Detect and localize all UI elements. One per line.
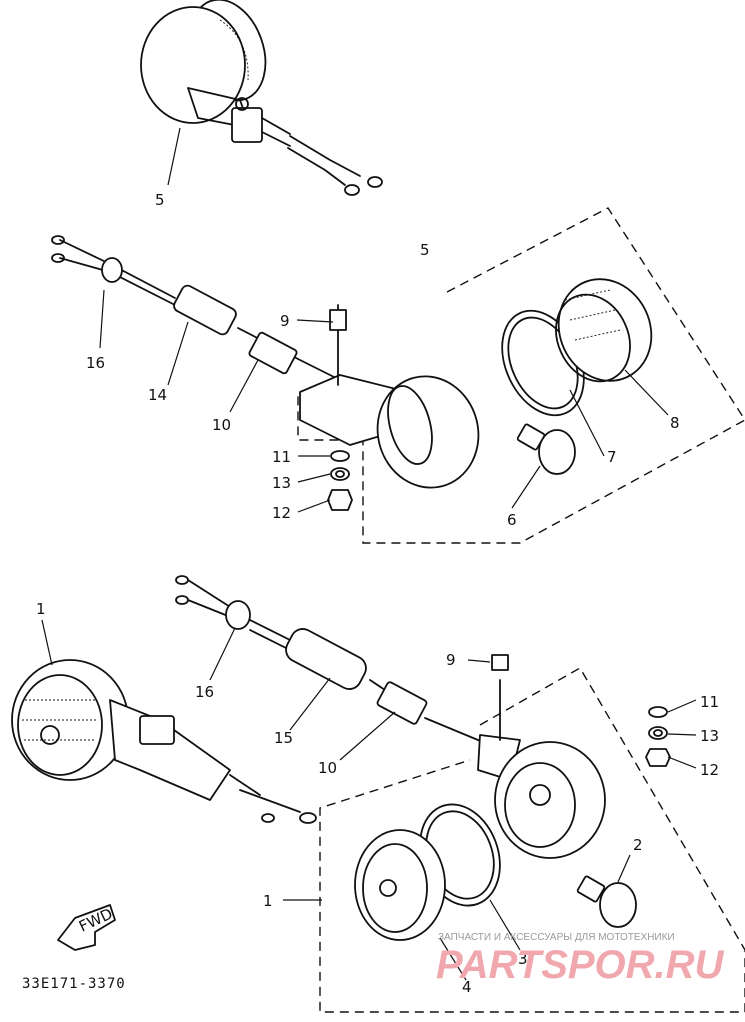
bulb-middle bbox=[516, 423, 576, 475]
callout-13-bottom: 13 bbox=[700, 727, 719, 745]
callout-9-middle: 9 bbox=[280, 312, 290, 330]
callout-16-middle: 16 bbox=[86, 354, 105, 372]
dashed-group-frame-bottom bbox=[319, 667, 745, 1013]
callout-3: 3 bbox=[518, 950, 528, 968]
washer-nut-stack-bottom bbox=[645, 706, 671, 767]
callout-15: 15 bbox=[274, 729, 293, 747]
callout-12-middle: 12 bbox=[272, 504, 291, 522]
callout-10-bottom: 10 bbox=[318, 759, 337, 777]
callout-2: 2 bbox=[633, 836, 643, 854]
dashed-group-frame-middle bbox=[297, 207, 745, 544]
wire-harness-bottom bbox=[175, 575, 491, 746]
callout-16-bottom: 16 bbox=[195, 683, 214, 701]
fwd-arrow-icon: FWD bbox=[57, 904, 116, 951]
callout-5-middle: 5 bbox=[420, 241, 430, 259]
callout-7: 7 bbox=[607, 448, 617, 466]
leader-lines bbox=[41, 289, 697, 981]
flasher-lens-middle bbox=[555, 278, 653, 383]
callout-10-middle: 10 bbox=[212, 416, 231, 434]
flasher-housing-bottom bbox=[477, 654, 606, 859]
drawing-code: 33E171-3370 bbox=[22, 976, 126, 992]
callout-9-bottom: 9 bbox=[446, 651, 456, 669]
bulb-bottom bbox=[576, 875, 637, 928]
watermark-logo: PARTSPOR.RU bbox=[436, 943, 725, 987]
flasher-assembly-top bbox=[140, 0, 383, 196]
callout-12-bottom: 12 bbox=[700, 761, 719, 779]
callout-13-middle: 13 bbox=[272, 474, 291, 492]
callout-1-bottom: 1 bbox=[263, 892, 273, 910]
callout-14: 14 bbox=[148, 386, 167, 404]
washer-nut-stack-middle bbox=[327, 450, 353, 511]
callout-11-middle: 11 bbox=[272, 448, 291, 466]
callout-11-bottom: 11 bbox=[700, 693, 719, 711]
callout-labels: 5 5 9 16 14 10 8 7 11 13 12 6 1 9 16 11 … bbox=[36, 191, 719, 996]
watermark: ЗАПЧАСТИ И АКСЕССУАРЫ ДЛЯ МОТОТЕХНИКИ PA… bbox=[436, 932, 725, 987]
callout-8: 8 bbox=[670, 414, 680, 432]
callout-5-top: 5 bbox=[155, 191, 165, 209]
flasher-housing-middle bbox=[299, 304, 480, 489]
wire-harness-middle bbox=[51, 235, 341, 381]
watermark-caption: ЗАПЧАСТИ И АКСЕССУАРЫ ДЛЯ МОТОТЕХНИКИ bbox=[438, 932, 675, 943]
callout-1-left: 1 bbox=[36, 600, 46, 618]
flasher-lens-bottom bbox=[354, 829, 446, 941]
callout-4: 4 bbox=[462, 978, 472, 996]
flasher-assembly-bottom bbox=[11, 659, 317, 824]
callout-6: 6 bbox=[507, 511, 517, 529]
